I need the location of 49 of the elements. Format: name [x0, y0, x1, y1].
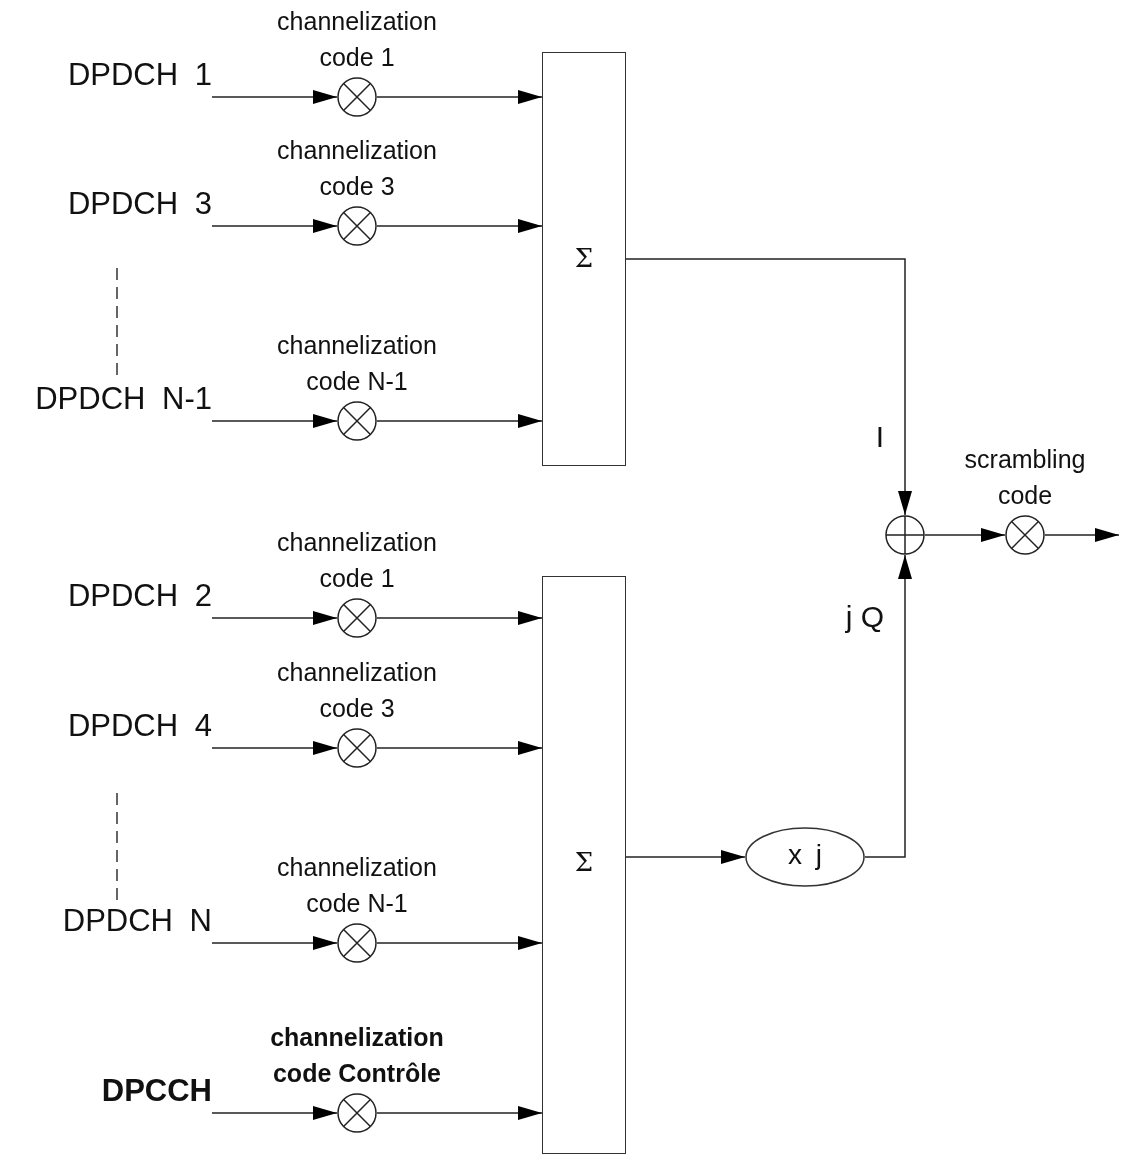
code-label: channelization code 3 — [276, 657, 438, 724]
sum-symbol: Σ — [573, 243, 595, 273]
code-label: scrambling code — [963, 444, 1087, 511]
signal-arrow — [376, 741, 543, 755]
signal-arrow — [376, 936, 543, 950]
signal-arrow — [211, 219, 338, 233]
summer-box — [542, 576, 626, 1154]
channel-label: DPDCH N — [0, 903, 212, 947]
signal-arrow — [211, 414, 338, 428]
signal-arrow — [376, 219, 543, 233]
code-label: channelization code 1 — [276, 527, 438, 594]
channel-label: DPDCH 4 — [0, 708, 212, 752]
multiplier-circle — [1005, 515, 1045, 555]
multiplier-circle — [337, 77, 377, 117]
signal-arrow — [211, 741, 338, 755]
signal-arrow — [211, 611, 338, 625]
code-label: channelization code Contrôle — [269, 1022, 445, 1089]
signal-arrow — [376, 1106, 543, 1120]
code-label: channelization code N-1 — [276, 852, 438, 919]
signal-arrow — [376, 414, 543, 428]
code-label: channelization code 1 — [276, 6, 438, 73]
multiply-by-j-ellipse — [745, 827, 865, 887]
signal-arrow — [211, 1106, 338, 1120]
channel-label: DPDCH 3 — [0, 186, 212, 230]
multiplier-circle — [337, 923, 377, 963]
channel-label: DPDCH N-1 — [0, 381, 212, 425]
signal-arrow — [1044, 528, 1120, 542]
code-label: channelization code 3 — [276, 135, 438, 202]
signal-arrow — [376, 611, 543, 625]
operator-label: x j — [787, 838, 823, 872]
multiplier-circle — [337, 598, 377, 638]
signal-arrow — [924, 528, 1006, 542]
channel-label: DPDCH 1 — [0, 57, 212, 101]
multiplier-circle — [337, 401, 377, 441]
signal-arrow — [864, 554, 912, 858]
channel-label: DPDCH 2 — [0, 578, 212, 622]
sum-symbol: Σ — [573, 847, 595, 877]
adder-circle — [885, 515, 925, 555]
multiplier-circle — [337, 728, 377, 768]
channel-label: DPCCH — [0, 1073, 212, 1117]
signal-arrow — [625, 850, 746, 864]
multiplier-circle — [337, 206, 377, 246]
signal-arrow — [211, 90, 338, 104]
signal-arrow — [376, 90, 543, 104]
multiplier-circle — [337, 1093, 377, 1133]
signal-arrow — [625, 258, 912, 516]
summer-box — [542, 52, 626, 466]
signal-arrow — [211, 936, 338, 950]
code-label: channelization code N-1 — [276, 330, 438, 397]
